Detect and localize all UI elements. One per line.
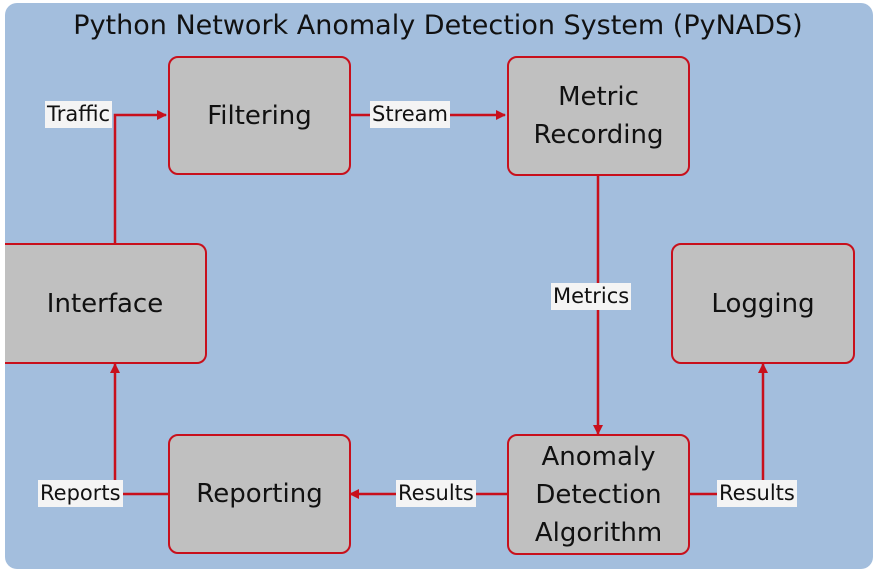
edge-label-reports: Reports [38, 480, 123, 507]
node-anomaly-detection-label: Anomaly Detection Algorithm [534, 441, 663, 548]
edge-label-results-logging: Results [717, 480, 797, 507]
node-metric-recording: Metric Recording [507, 56, 690, 176]
edge-label-traffic: Traffic [45, 101, 113, 128]
node-filtering: Filtering [168, 56, 351, 175]
diagram-title: Python Network Anomaly Detection System … [73, 10, 803, 41]
node-interface-label: Interface [46, 288, 164, 319]
node-logging-label: Logging [711, 288, 815, 319]
node-anomaly-detection: Anomaly Detection Algorithm [507, 434, 690, 555]
node-metric-recording-label: Metric Recording [533, 82, 664, 150]
edge-traffic [113, 110, 167, 243]
node-interface: Interface [5, 243, 207, 364]
node-logging: Logging [671, 243, 855, 364]
node-reporting: Reporting [168, 434, 351, 554]
node-filtering-label: Filtering [207, 100, 312, 131]
node-reporting-label: Reporting [196, 479, 323, 509]
edge-label-results-reporting: Results [396, 480, 476, 507]
edge-label-stream: Stream [370, 101, 450, 128]
edge-results-logging [689, 363, 768, 496]
edge-label-metrics: Metrics [551, 283, 632, 310]
edge-reports [110, 363, 168, 496]
